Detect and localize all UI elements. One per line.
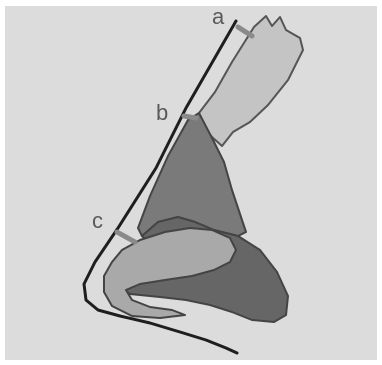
marker-b xyxy=(184,116,196,118)
marker-a xyxy=(238,27,252,36)
label-a: a xyxy=(212,4,225,29)
marker-c xyxy=(117,232,135,242)
label-c: c xyxy=(92,208,103,233)
label-b: b xyxy=(156,100,168,125)
